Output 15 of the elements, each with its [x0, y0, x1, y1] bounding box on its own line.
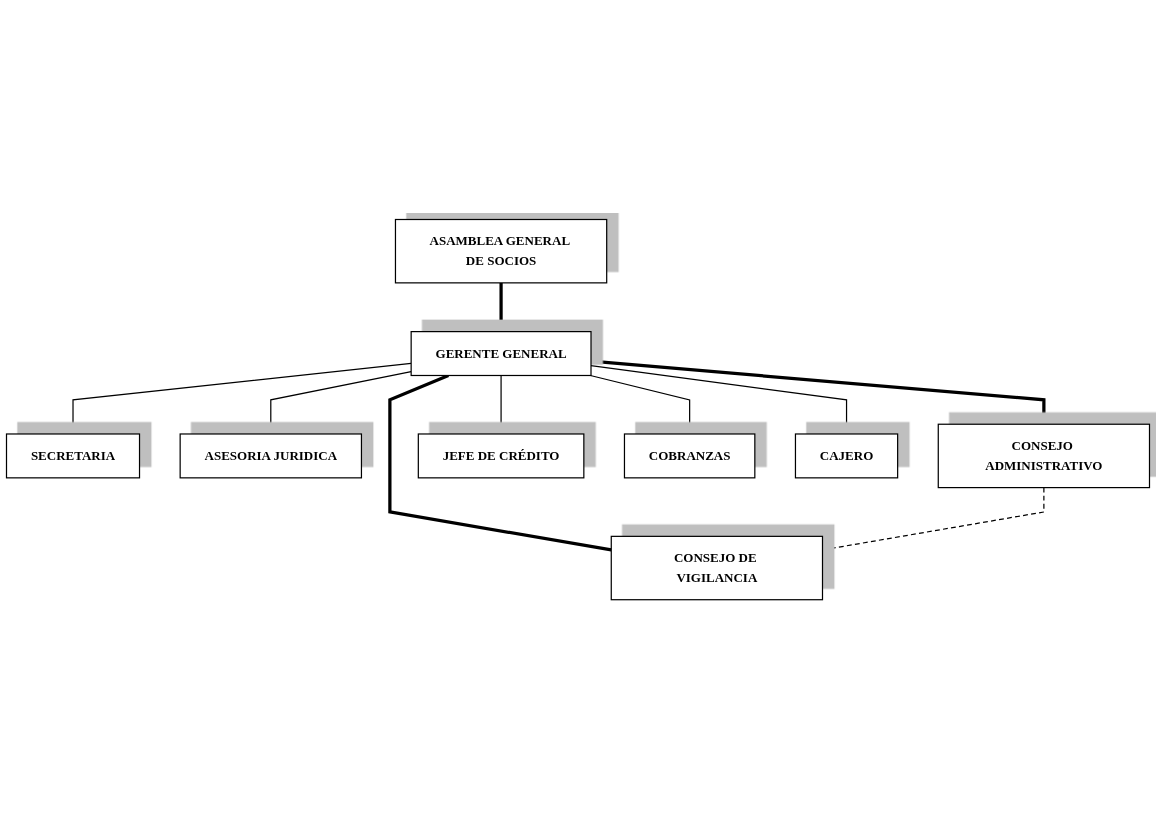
node-box: ASESORIA JURIDICA	[179, 433, 363, 479]
node-box: CAJERO	[794, 433, 899, 479]
connector	[589, 374, 691, 435]
connector	[500, 374, 502, 435]
connector	[270, 370, 412, 435]
connector	[72, 362, 412, 435]
node-box: COBRANZAS	[623, 433, 756, 479]
node-box: SECRETARIA	[5, 433, 141, 479]
node-box: ASAMBLEA GENERAL DE SOCIOS	[394, 218, 608, 284]
node-box: CONSEJO DE VIGILANCIA	[610, 535, 824, 601]
node-box: CONSEJO ADMINISTRATIVO	[937, 423, 1151, 489]
node-box: JEFE DE CRÉDITO	[417, 433, 585, 479]
connector	[590, 364, 848, 435]
connector	[499, 282, 503, 332]
node-box: GERENTE GENERAL	[410, 330, 592, 376]
